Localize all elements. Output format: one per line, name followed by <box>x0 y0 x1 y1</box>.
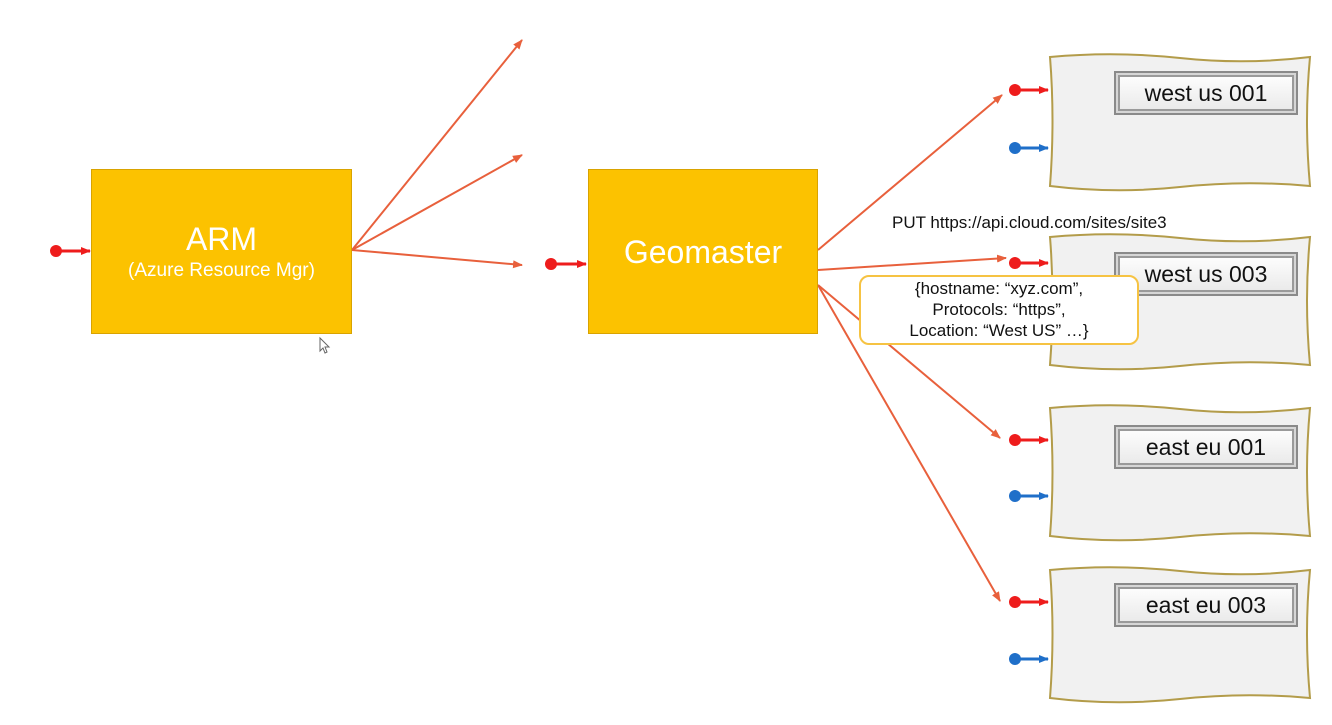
mouse-cursor-icon <box>319 336 331 354</box>
arm-arrow-mid <box>351 154 523 251</box>
geo-arrow-east-eu-003 <box>817 284 1001 602</box>
arm-title: ARM <box>185 220 258 257</box>
arm-box: ARM (Azure Resource Mgr) <box>91 169 352 334</box>
geo-arrow-east-eu-001 <box>817 284 1001 439</box>
request-body-callout: {hostname: “xyz.com”, Protocols: “https”… <box>859 275 1139 345</box>
arm-arrow-up <box>351 39 523 251</box>
geomaster-input-connector <box>545 258 587 270</box>
west-us-003-red-connector <box>1009 257 1049 269</box>
west-us-001-red-connector <box>1009 84 1049 96</box>
request-body-line-1: {hostname: “xyz.com”, <box>914 279 1084 298</box>
east-eu-003-blue-connector <box>1009 653 1049 665</box>
east-eu-003-red-connector <box>1009 596 1049 608</box>
request-body-line-2: Protocols: “https”, <box>932 300 1066 319</box>
geomaster-box: Geomaster <box>588 169 818 334</box>
arm-subtitle: (Azure Resource Mgr) <box>128 259 315 281</box>
geomaster-title: Geomaster <box>623 233 783 270</box>
arm-input-connector <box>50 245 91 257</box>
region-label-west-us-003: west us 003 <box>1114 252 1298 296</box>
west-us-001-blue-connector <box>1009 142 1049 154</box>
region-label-west-us-001: west us 001 <box>1114 71 1298 115</box>
geo-arrow-west-us-001 <box>817 94 1003 251</box>
request-body-line-3: Location: “West US” …} <box>909 321 1089 340</box>
east-eu-001-red-connector <box>1009 434 1049 446</box>
geo-arrow-west-us-003 <box>817 254 1007 271</box>
arm-arrow-to-geomaster <box>351 249 523 269</box>
east-eu-001-blue-connector <box>1009 490 1049 502</box>
region-label-east-eu-001: east eu 001 <box>1114 425 1298 469</box>
region-label-east-eu-003: east eu 003 <box>1114 583 1298 627</box>
put-request-label: PUT https://api.cloud.com/sites/site3 <box>892 213 1167 232</box>
